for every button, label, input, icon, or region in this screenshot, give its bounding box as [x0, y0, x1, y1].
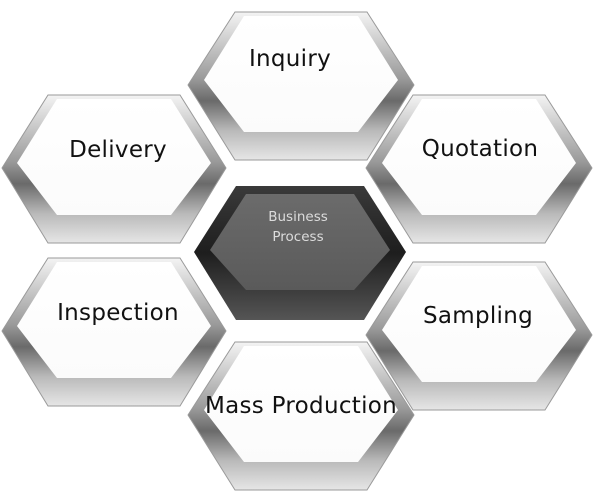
- hex-label-quotation: Quotation: [422, 136, 539, 162]
- center-label-line1: Business: [268, 209, 328, 225]
- hex-mass-production: Mass Production: [187, 341, 415, 491]
- hex-label-mass-production: Mass Production: [205, 393, 397, 419]
- hex-business-process: Business Process: [186, 180, 414, 326]
- hex-inquiry: Inquiry: [187, 11, 415, 161]
- hex-label-inspection: Inspection: [57, 300, 179, 326]
- hex-quotation: Quotation: [365, 94, 593, 244]
- center-label-line2: Process: [272, 229, 323, 245]
- hex-label-inquiry: Inquiry: [249, 46, 331, 72]
- hex-label-sampling: Sampling: [423, 303, 533, 329]
- hex-delivery: Delivery: [1, 94, 227, 244]
- hex-label-delivery: Delivery: [69, 137, 167, 163]
- hex-inspection: Inspection: [1, 257, 227, 407]
- hex-sampling: Sampling: [365, 261, 593, 411]
